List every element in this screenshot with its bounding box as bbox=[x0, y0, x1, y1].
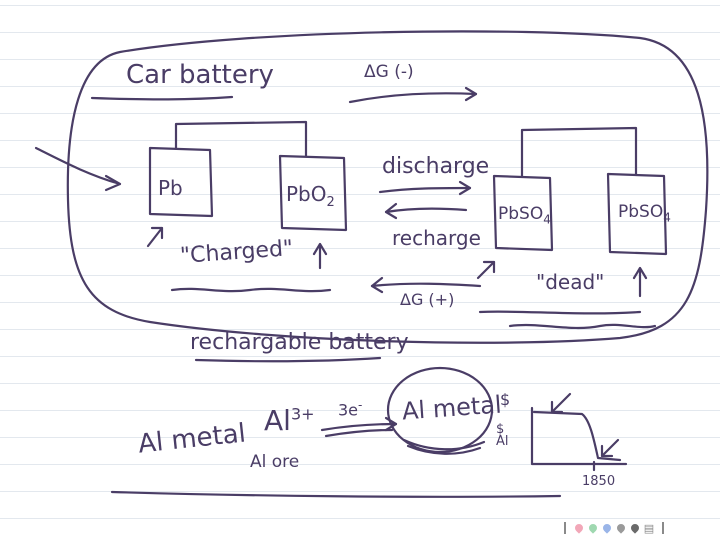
delta-g-pos-arrow bbox=[370, 282, 482, 288]
bottom-divider-line bbox=[110, 490, 562, 498]
al3-label: Al3+ bbox=[264, 404, 315, 437]
delta-g-negative-label: ΔG (-) bbox=[364, 62, 414, 82]
left-wire bbox=[174, 120, 308, 158]
pb-electrode bbox=[148, 146, 214, 218]
pink-pen-icon[interactable] bbox=[573, 521, 585, 535]
blue-pen-icon[interactable] bbox=[601, 521, 613, 535]
page-icon[interactable]: ▤ bbox=[643, 521, 655, 535]
dark-pen-icon[interactable] bbox=[629, 521, 641, 535]
al-ore-label: Al ore bbox=[250, 452, 300, 472]
gray-pen-icon[interactable] bbox=[615, 521, 627, 535]
price-curve bbox=[532, 410, 622, 462]
rechargeable-underline bbox=[194, 356, 382, 363]
graph-arrow-top bbox=[550, 392, 572, 414]
charged-squiggle bbox=[170, 287, 332, 293]
delta-g-positive-label: ΔG (+) bbox=[400, 290, 455, 309]
right-wire bbox=[520, 126, 638, 178]
delta-g-neg-arrow bbox=[348, 92, 478, 104]
graph-x-label-1850: 1850 bbox=[582, 474, 616, 489]
al-reduction-arrow bbox=[320, 422, 398, 432]
pbso4-right-label: PbSO4 bbox=[618, 202, 671, 225]
discharge-label: discharge bbox=[382, 154, 490, 179]
pen-toolbar: ▤ bbox=[560, 518, 668, 538]
dead-squiggle bbox=[478, 310, 642, 315]
arrow-to-pbso4-left bbox=[476, 260, 496, 280]
title-underline bbox=[90, 95, 234, 101]
arrow-to-pb bbox=[146, 226, 164, 248]
recharge-label: recharge bbox=[392, 226, 481, 250]
rechargeable-battery-label: rechargable battery bbox=[190, 330, 409, 355]
pbo2-label: PbO2 bbox=[286, 182, 335, 210]
enclosure-loop bbox=[66, 30, 709, 344]
pen-divider-icon[interactable] bbox=[560, 521, 570, 535]
discharge-arrow bbox=[378, 186, 472, 194]
pbso4-right-electrode bbox=[606, 172, 668, 256]
three-electrons-label: 3e- bbox=[338, 398, 363, 420]
pbso4-left-label: PbSO4 bbox=[498, 204, 551, 227]
pb-label: Pb bbox=[158, 176, 183, 200]
recharge-arrow bbox=[384, 207, 468, 214]
title-car-battery: Car battery bbox=[126, 60, 274, 90]
pointer-arrow-left bbox=[34, 146, 122, 186]
pbso4-left-electrode bbox=[492, 174, 554, 252]
al-metal-circle bbox=[386, 366, 494, 454]
dead-label: "dead" bbox=[536, 270, 605, 294]
green-pen-icon[interactable] bbox=[587, 521, 599, 535]
pen-divider-icon[interactable] bbox=[658, 521, 668, 535]
pbo2-electrode bbox=[278, 154, 348, 232]
graph-arrow-bottom bbox=[600, 438, 620, 458]
graph-top-label: $ bbox=[500, 390, 511, 409]
graph-y-label: $ Al bbox=[496, 422, 509, 449]
